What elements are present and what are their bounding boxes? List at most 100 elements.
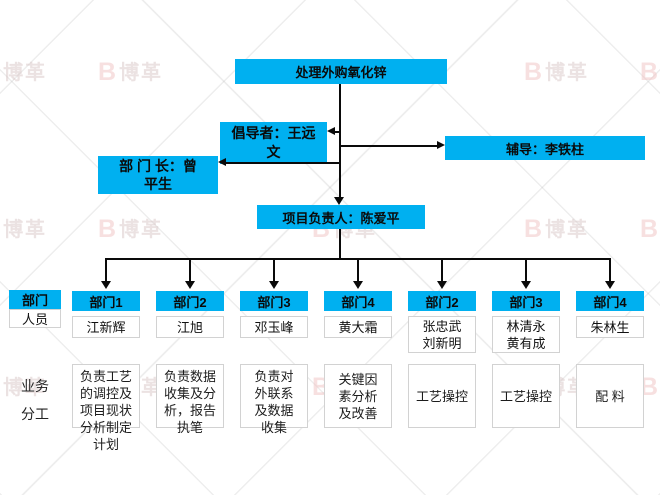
member-name: 江新辉: [86, 319, 126, 335]
drop-line: [525, 258, 527, 282]
arrowhead-to-dept-icon: [269, 281, 279, 289]
duty-text-line: 收集及分: [163, 386, 216, 401]
duty-text-line: 及数据: [254, 403, 294, 418]
brand-logo-icon: B: [640, 215, 659, 243]
brand-logo-icon: B: [524, 58, 543, 86]
brand-watermark: B博革: [0, 60, 47, 85]
duty-text-line: 负责对: [254, 369, 294, 384]
project-title-box: 处理外购氧化锌: [235, 59, 447, 84]
arrowhead-to-dept-icon: [521, 281, 531, 289]
member-name: 邓玉峰: [254, 319, 294, 335]
member-name-box: 江新辉: [72, 316, 140, 338]
dept-header: 部门1: [72, 291, 140, 311]
member-name-box: 黄大霜: [324, 316, 392, 338]
drop-line: [357, 258, 359, 282]
duty-box: 关键因素分析及改善: [324, 364, 392, 428]
brand-name-text: 博革: [545, 61, 590, 84]
dept-head-line-2: 平生: [144, 176, 172, 192]
brand-watermark: B博革: [640, 217, 660, 242]
brand-name-text: 博革: [3, 218, 48, 241]
arrowhead-to-dept-icon: [437, 281, 447, 289]
duty-text-line: 工艺操控: [499, 388, 552, 404]
brand-watermark: B博革: [640, 375, 660, 400]
duty-text-line: 析，报告: [163, 403, 216, 418]
duty-text-line: 素分析: [338, 388, 378, 404]
champion-line-2: 文: [266, 144, 281, 160]
arrowhead-to-dept-head-icon: [218, 158, 226, 166]
arrowhead-to-dept-icon: [101, 281, 111, 289]
member-name-box: 朱林生: [576, 316, 644, 338]
arrowhead-to-dept-icon: [185, 281, 195, 289]
brand-name-text: 博革: [545, 218, 590, 241]
champion-box: 倡导者：王远 文: [220, 122, 327, 164]
dept-head-line-1: 部 门 长：曾: [119, 158, 197, 174]
dept-header: 部门3: [240, 291, 308, 311]
brand-watermark: B博革: [0, 217, 47, 242]
duty-text-line: 收集: [260, 420, 287, 435]
line-title-to-leader: [339, 84, 341, 197]
brand-name-text: 博革: [3, 61, 48, 84]
brand-logo-icon: B: [98, 215, 117, 243]
duty-text-line: 关键因: [338, 371, 378, 387]
brand-name-text: 博革: [119, 61, 164, 84]
member-name: 刘新明: [422, 335, 462, 351]
duty-box: 负责工艺的调控及项目现状分析制定计划: [72, 364, 140, 452]
arrowhead-to-coach-icon: [437, 141, 445, 149]
member-name: 林清永: [506, 318, 546, 334]
coach-box: 辅导：李铁柱: [445, 136, 645, 160]
member-name: 黄大霜: [338, 319, 378, 335]
duty-text-line: 负责工艺: [79, 369, 132, 384]
brand-watermark: B博革: [640, 60, 660, 85]
drop-line: [609, 258, 611, 282]
line-to-champion: [335, 131, 341, 133]
brand-logo-icon: B: [98, 58, 117, 86]
arrowhead-to-dept-icon: [605, 281, 615, 289]
member-name-box: 林清永黄有成: [492, 316, 560, 353]
line-leader-to-bus: [339, 229, 341, 259]
brand-logo-icon: B: [524, 215, 543, 243]
line-to-dept-head: [226, 162, 340, 164]
brand-name-text: 博革: [119, 218, 164, 241]
duty-text-line: 及改善: [338, 405, 378, 421]
duty-box: 配 料: [576, 364, 644, 428]
drop-line: [273, 258, 275, 282]
drop-line: [189, 258, 191, 282]
row-label-duty: 业务 分工: [9, 372, 61, 428]
duty-box: 工艺操控: [492, 364, 560, 428]
duty-text-line: 执笔: [176, 420, 203, 435]
member-name: 朱林生: [590, 319, 630, 335]
dept-header: 部门3: [492, 291, 560, 311]
arrowhead-to-champion-icon: [327, 127, 335, 135]
line-to-coach: [340, 145, 437, 147]
row-label-person: 人员: [9, 309, 61, 328]
drop-line: [441, 258, 443, 282]
duty-box: 负责对外联系及数据收集: [240, 364, 308, 435]
duty-text-line: 计划: [92, 437, 119, 452]
brand-logo-icon: B: [640, 58, 659, 86]
duty-text-line: 负责数据: [163, 369, 216, 384]
dept-head-box: 部 门 长：曾 平生: [98, 156, 218, 194]
brand-name-text: 博革: [3, 376, 48, 399]
duty-box: 工艺操控: [408, 364, 476, 428]
leader-box: 项目负责人：陈爱平: [257, 205, 425, 229]
row-label-dept: 部门: [9, 290, 61, 309]
member-name: 黄有成: [506, 335, 546, 351]
brand-logo-icon: B: [640, 373, 659, 401]
dept-header: 部门2: [156, 291, 224, 311]
dept-header: 部门2: [408, 291, 476, 311]
duty-text-line: 工艺操控: [415, 388, 468, 404]
brand-watermark: B博革: [0, 375, 47, 400]
member-name-box: 张忠武刘新明: [408, 316, 476, 353]
duty-text-line: 的调控及: [79, 386, 132, 401]
dept-header: 部门4: [576, 291, 644, 311]
row-label-duty-line-2: 分工: [21, 406, 49, 422]
duty-text-line: 分析制定: [79, 420, 132, 435]
duty-text-line: 外联系: [254, 386, 294, 401]
member-name-box: 邓玉峰: [240, 316, 308, 338]
duty-box: 负责数据收集及分析，报告执笔: [156, 364, 224, 435]
